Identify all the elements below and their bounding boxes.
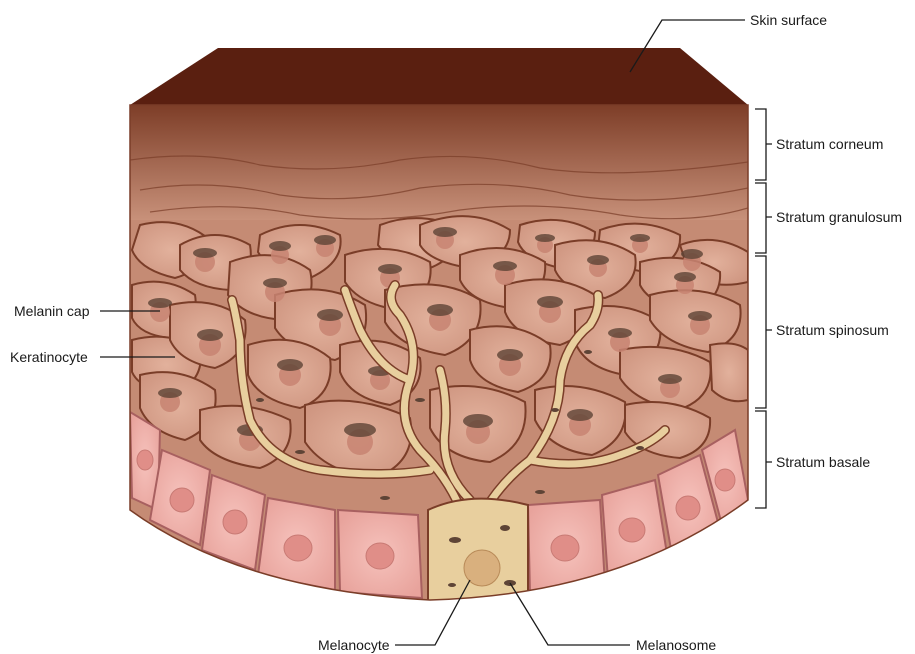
melanosome-leader <box>510 583 630 645</box>
skin-surface-top <box>130 48 748 105</box>
keratinocyte-label: Keratinocyte <box>10 349 88 365</box>
stratum-corneum-label: Stratum corneum <box>776 136 883 152</box>
stratum-corneum-layer <box>120 100 760 220</box>
stratum-granulosum-label: Stratum granulosum <box>776 209 902 225</box>
stratum-spinosum-label: Stratum spinosum <box>776 322 889 338</box>
melanosome-label: Melanosome <box>636 637 716 653</box>
bracket-granulosum <box>755 183 772 253</box>
layer-brackets <box>755 109 772 508</box>
bracket-basale <box>755 411 772 508</box>
epidermis-block <box>120 100 760 620</box>
bracket-spinosum <box>755 256 772 408</box>
skin-surface-label: Skin surface <box>750 12 827 28</box>
melanocyte-label: Melanocyte <box>318 637 390 653</box>
melanin-cap-label: Melanin cap <box>14 303 90 319</box>
stratum-basale-label: Stratum basale <box>776 454 870 470</box>
bracket-corneum <box>755 109 772 180</box>
